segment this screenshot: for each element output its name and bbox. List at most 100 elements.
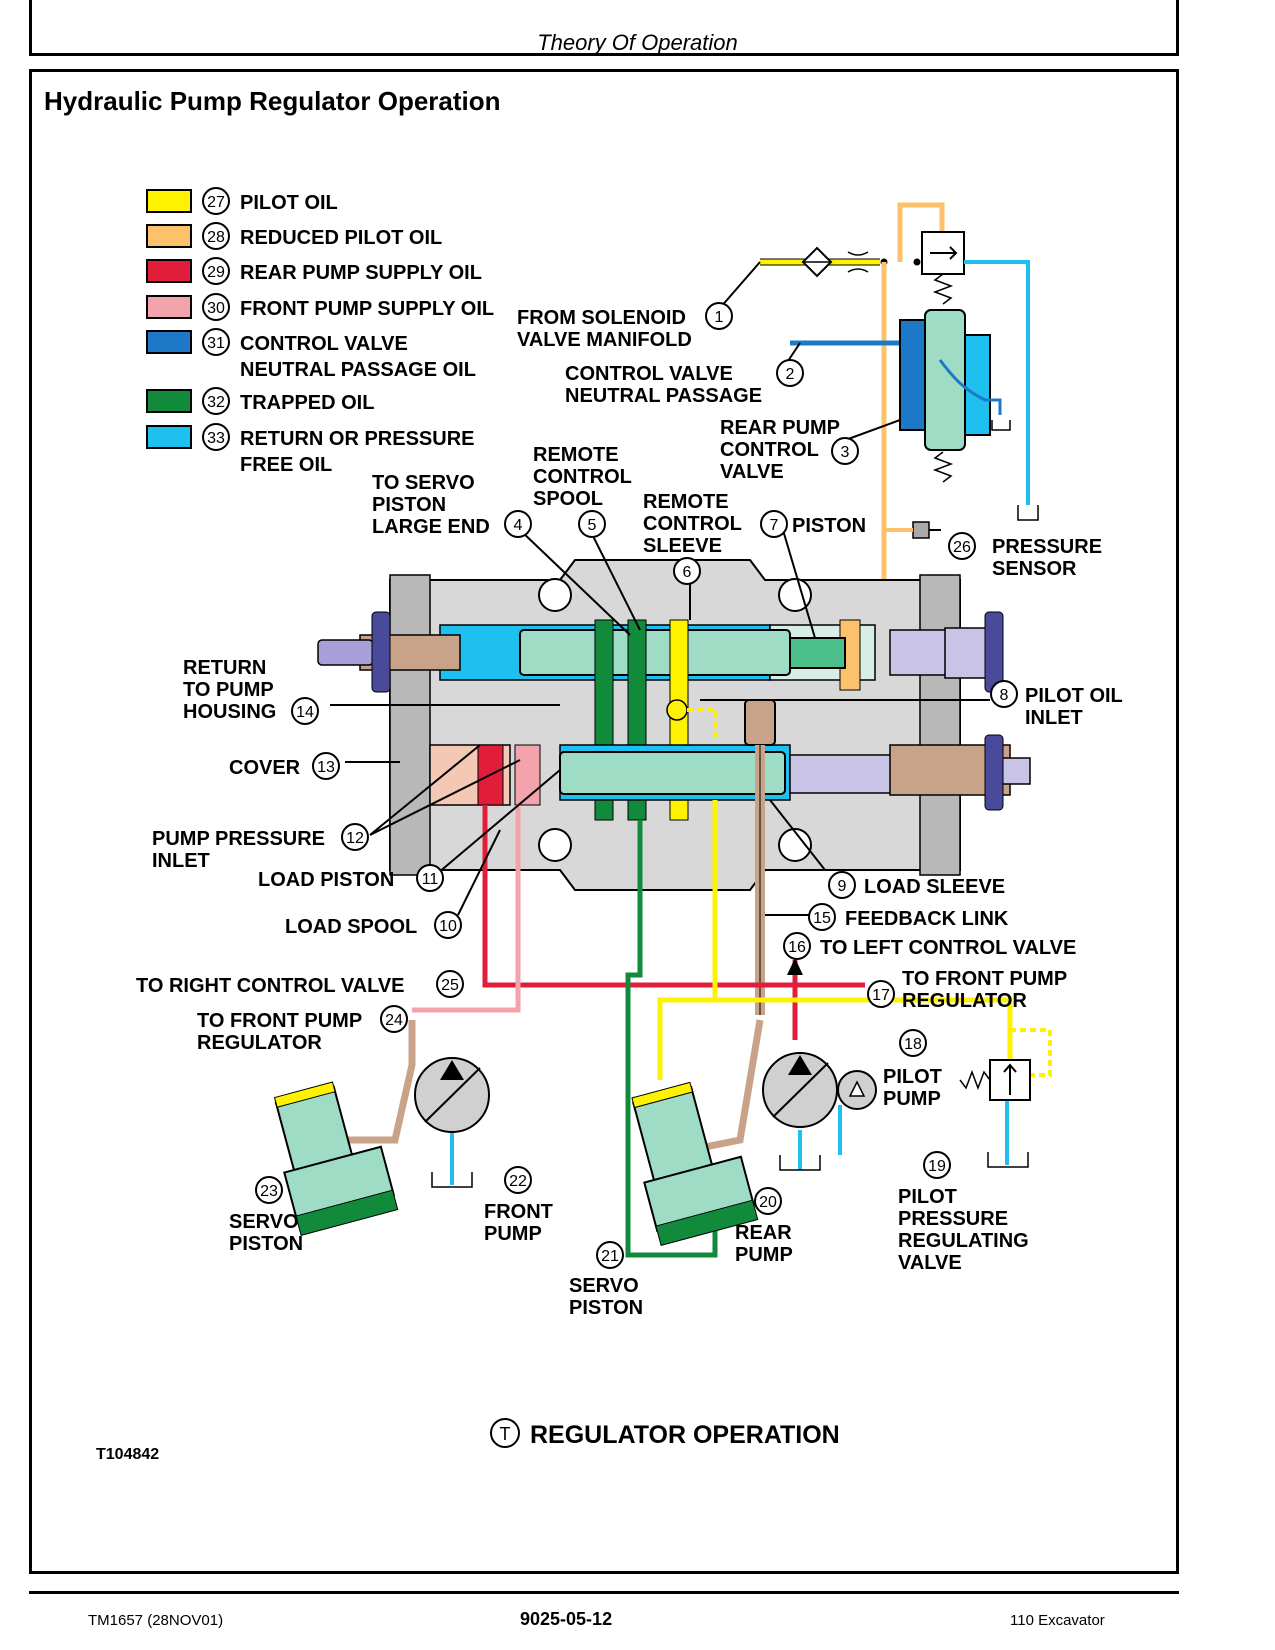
mount-hole [778,828,812,862]
return-line-right [964,260,1030,505]
legend-num: 27 [207,194,225,211]
svg-text:13: 13 [317,759,335,776]
svg-text:REMOTE: REMOTE [533,444,619,466]
svg-text:CONTROL: CONTROL [533,466,632,488]
legend-num: 33 [207,430,225,447]
legend-swatch-27 [146,189,192,213]
mount-hole [538,578,572,612]
svg-text:12: 12 [346,830,364,847]
mount-hole [538,828,572,862]
front-pump [273,1020,490,1236]
legend-label: RETURN OR PRESSURE [240,428,474,450]
svg-text:TO SERVO: TO SERVO [372,472,475,494]
callout-2: 2 CONTROL VALVE NEUTRAL PASSAGE [565,359,804,407]
piston [789,637,846,669]
svg-text:18: 18 [904,1036,922,1053]
svg-text:14: 14 [296,704,314,721]
spring-icon [959,1069,991,1091]
reduced-pilot-top [897,202,945,262]
pilot-pressure-regulating-valve [959,1059,1031,1101]
legend-swatch-33 [146,425,192,449]
callout-1: 1 FROM SOLENOID VALVE MANIFOLD [517,302,733,351]
svg-text:TO FRONT PUMP: TO FRONT PUMP [902,968,1067,990]
leader-lines [330,261,990,916]
load-sleeve [744,699,776,746]
legend-item-30: 30 FRONT PUMP SUPPLY OIL [146,293,494,321]
svg-text:REGULATOR: REGULATOR [902,990,1027,1012]
svg-text:FRONT: FRONT [484,1201,553,1223]
svg-text:23: 23 [260,1183,278,1200]
svg-text:COVER: COVER [229,757,301,779]
callout-21: 21 SERVO PISTON [569,1241,643,1319]
svg-text:PUMP: PUMP [883,1088,941,1110]
legend-num-badge [202,257,230,285]
spring-icon [932,451,954,483]
svg-text:2: 2 [786,366,795,383]
svg-text:REGULATING: REGULATING [898,1230,1029,1252]
svg-text:16: 16 [788,939,806,956]
front-pump-supply-line [412,805,521,1013]
orifice-symbol [847,251,869,273]
legend-label: FREE OIL [240,454,332,476]
svg-text:5: 5 [588,517,597,534]
load-spool [559,751,786,795]
pilot-oil-line-lower [657,800,718,1080]
svg-text:PRESSURE: PRESSURE [898,1208,1008,1230]
svg-text:TO LEFT CONTROL VALVE: TO LEFT CONTROL VALVE [820,937,1076,959]
svg-text:4: 4 [514,517,523,534]
legend-label: REDUCED PILOT OIL [240,227,442,249]
callout-9: 9 LOAD SLEEVE [828,871,1005,899]
pilot-oil-line-right [715,997,1013,1085]
legend-num: 31 [207,335,225,352]
legend-num-badge [202,222,230,250]
svg-text:LOAD SPOOL: LOAD SPOOL [285,916,417,938]
legend-swatch-31 [146,330,192,354]
front-servo-piston [273,1081,399,1236]
svg-text:CONTROL: CONTROL [720,439,819,461]
svg-text:3: 3 [841,444,850,461]
svg-text:SERVO: SERVO [229,1211,299,1233]
legend-item-27: 27 PILOT OIL [146,187,338,215]
footer-rule [29,1591,1179,1594]
svg-text:CONTROL VALVE: CONTROL VALVE [565,363,733,385]
callout-6: 6 REMOTE CONTROL SLEEVE [643,491,742,585]
svg-text:15: 15 [813,910,831,927]
svg-text:T: T [500,1424,511,1444]
svg-text:LARGE END: LARGE END [372,516,490,538]
svg-text:PISTON: PISTON [569,1297,643,1319]
svg-text:PISTON: PISTON [372,494,446,516]
svg-text:REGULATOR: REGULATOR [197,1032,322,1054]
callout-8: 8 PILOT OIL INLET [990,680,1123,729]
legend-num: 28 [207,229,225,246]
remote-control-spool [519,629,791,676]
svg-text:PUMP: PUMP [484,1223,542,1245]
svg-text:TO RIGHT CONTROL VALVE: TO RIGHT CONTROL VALVE [136,975,405,997]
svg-text:VALVE: VALVE [898,1252,962,1274]
svg-text:PUMP: PUMP [735,1244,793,1266]
footer-right: 110 Excavator [1010,1612,1105,1629]
regulator-body [317,559,1031,891]
pilot-oil-inlet-line [677,708,717,740]
figure-id: T104842 [96,1446,159,1463]
svg-text:TO PUMP: TO PUMP [183,679,274,701]
svg-text:REMOTE: REMOTE [643,491,729,513]
svg-text:SPOOL: SPOOL [533,488,603,510]
svg-text:SENSOR: SENSOR [992,558,1077,580]
svg-text:INLET: INLET [152,850,210,872]
svg-text:VALVE: VALVE [720,461,784,483]
rear-pump-control-valve [899,309,1011,451]
svg-text:1: 1 [715,309,724,326]
arrow-left-control [787,958,803,975]
legend-item-33: 33 RETURN OR PRESSURE FREE OIL [146,423,474,476]
legend-swatch-28 [146,224,192,248]
rear-servo-piston [631,1081,759,1246]
callout-17: 17 TO FRONT PUMP REGULATOR [867,968,1067,1012]
callouts: 1 FROM SOLENOID VALVE MANIFOLD 2 CONTROL… [136,302,1123,1319]
callout-19: 19 PILOT PRESSURE REGULATING VALVE [898,1151,1029,1274]
callout-24: 24 TO FRONT PUMP REGULATOR [197,1005,408,1054]
svg-text:SERVO: SERVO [569,1275,639,1297]
svg-text:20: 20 [759,1194,777,1211]
legend-num-badge [202,387,230,415]
svg-text:NEUTRAL PASSAGE: NEUTRAL PASSAGE [565,385,762,407]
